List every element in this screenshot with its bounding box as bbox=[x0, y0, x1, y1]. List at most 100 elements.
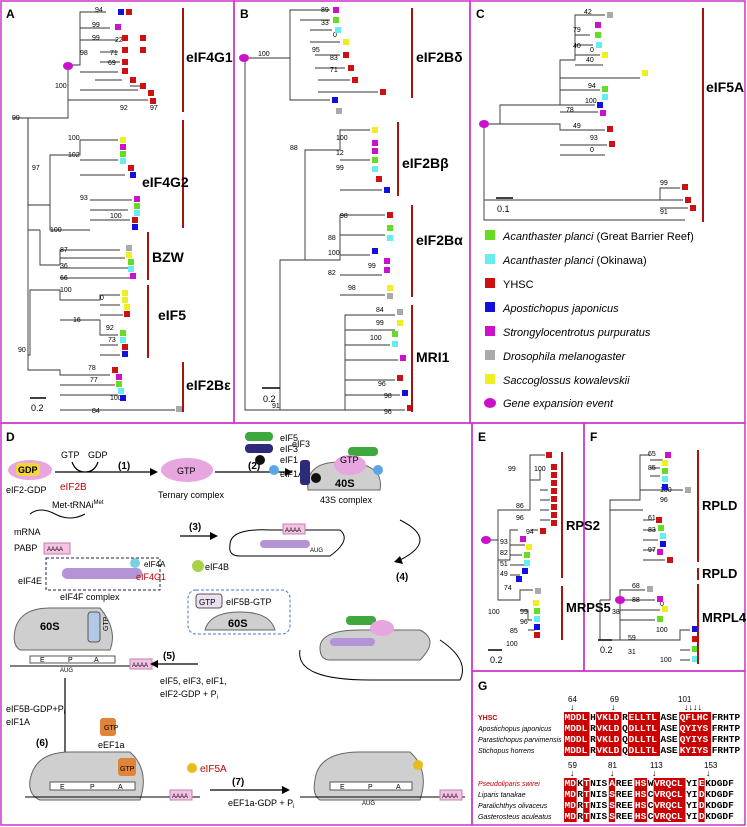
alignment-residues: NIS bbox=[590, 778, 607, 789]
alignment-block bbox=[564, 811, 577, 822]
alignment-block bbox=[704, 811, 737, 822]
legend-swatch bbox=[484, 398, 496, 408]
bootstrap-label: 0 bbox=[100, 295, 104, 302]
alignment-residues: S bbox=[609, 800, 615, 811]
svg-text:↓: ↓ bbox=[570, 768, 575, 778]
alignment-block bbox=[564, 800, 577, 811]
panel-a-bootstraps: 94 99 99 22 71 69 98 100 92 97 100 102 9… bbox=[12, 7, 158, 415]
aaaa-label: AAAA bbox=[172, 794, 188, 800]
bootstrap-label: 85 bbox=[510, 628, 518, 635]
alignment-block bbox=[660, 723, 680, 734]
eif5b-gtp-label: GTP bbox=[199, 598, 215, 607]
bootstrap-label: 100 bbox=[656, 627, 668, 634]
bootstrap-label: 78 bbox=[566, 107, 574, 114]
alignment-residues: KDGDF bbox=[705, 789, 734, 800]
bootstrap-label: 100 bbox=[488, 609, 500, 616]
bootstrap-label: 99 bbox=[92, 35, 100, 42]
alignment-residues: REE bbox=[616, 778, 633, 789]
panel-b-tips bbox=[332, 7, 413, 411]
bootstrap-label: 100 bbox=[585, 98, 597, 105]
panel-a-group-labels: eIF4G1 eIF4G2 BZW eIF5 eIF2Bε bbox=[142, 49, 233, 393]
alignment-residues: MDDL bbox=[565, 723, 588, 734]
alignment-residues: KDGDF bbox=[705, 778, 734, 789]
bootstrap-label: 83 bbox=[330, 55, 338, 62]
bootstrap-label: 69 bbox=[108, 60, 116, 67]
group-label: eIF4G1 bbox=[186, 49, 233, 65]
alignment-residues: VRQCL bbox=[654, 811, 683, 822]
alignment-block bbox=[615, 789, 635, 800]
ternary-complex bbox=[161, 458, 213, 482]
panel-b-bootstraps: 89 33 0 83 71 95 100 100 12 99 88 98 88 … bbox=[258, 7, 392, 416]
panel-b: B 89 33 0 83 71 95 100 100 12 99 88 98 8… bbox=[239, 7, 463, 416]
alignment-block bbox=[711, 734, 744, 745]
legend-swatch bbox=[485, 230, 495, 240]
43s-gtp-label: GTP bbox=[340, 455, 359, 465]
p-site: P bbox=[368, 784, 373, 791]
gene-expansion-marker bbox=[481, 536, 491, 544]
bootstrap-label: 31 bbox=[628, 649, 636, 656]
svg-text:eEF1a-GDP + Pi: eEF1a-GDP + Pi bbox=[228, 798, 294, 810]
bootstrap-label: 96 bbox=[516, 515, 524, 522]
svg-text:↓↓↓↓: ↓↓↓↓ bbox=[684, 702, 702, 712]
alignment-block bbox=[583, 778, 590, 789]
bootstrap-label: 59 bbox=[628, 635, 636, 642]
bootstrap-label: 90 bbox=[18, 347, 26, 354]
alignment-block bbox=[589, 811, 609, 822]
eif2-gdp-label: eIF2-GDP bbox=[6, 485, 47, 495]
alignment-residues: DLLTL bbox=[629, 745, 658, 756]
panel-d: D GDP eIF2-GDP GTP GDP (1) eIF2B Met-tRN… bbox=[6, 430, 465, 810]
species-name: Parastichopus parvimensis bbox=[478, 737, 562, 744]
alignment-residues: T bbox=[584, 789, 590, 800]
alignment-block bbox=[583, 811, 590, 822]
alignment-residues: ASE bbox=[661, 734, 678, 745]
panel-b-tree bbox=[244, 9, 405, 411]
bootstrap-label: 66 bbox=[60, 275, 68, 282]
species-name: Apostichopus japonicus bbox=[477, 726, 552, 733]
panel-e-bootstraps: 99 100 86 96 94 93 82 51 49 74 100 99 96… bbox=[488, 466, 546, 648]
alignment-residues: QYIYS bbox=[680, 723, 709, 734]
alignment-residues: QFLHC bbox=[680, 712, 709, 723]
bootstrap-label: 100 bbox=[328, 250, 340, 257]
panel-e-tree bbox=[486, 454, 550, 631]
bootstrap-label: 84 bbox=[376, 307, 384, 314]
bootstrap-label: 96 bbox=[384, 409, 392, 416]
bootstrap-label: 0 bbox=[660, 601, 664, 608]
alignment-residues: VKLD bbox=[597, 734, 620, 745]
group-label: eIF2Bε bbox=[186, 377, 231, 393]
alignment-block bbox=[589, 778, 609, 789]
gdp-label: GDP bbox=[18, 465, 38, 475]
bootstrap-label: 98 bbox=[384, 393, 392, 400]
alignment-residues: R bbox=[590, 734, 596, 745]
panel-a-letter: A bbox=[6, 7, 15, 21]
alignment-residues: E bbox=[699, 778, 705, 789]
alignment-residues: ASE bbox=[661, 723, 678, 734]
panel-f-tree bbox=[599, 454, 690, 661]
p-site: P bbox=[68, 657, 73, 664]
alignment-residues: Q bbox=[622, 734, 628, 745]
alignment-block bbox=[653, 778, 686, 789]
alignment-block bbox=[576, 789, 584, 800]
legend-species: Saccoglossus kowalevskii bbox=[503, 375, 630, 387]
alignment-residues: HS bbox=[635, 811, 647, 822]
alignment-block bbox=[698, 778, 705, 789]
step3-label: (3) bbox=[189, 522, 201, 533]
alignment-residues: QYIYS bbox=[680, 734, 709, 745]
panel-f-tips bbox=[647, 452, 698, 662]
alignment-block bbox=[679, 712, 712, 723]
scale-label: 0.2 bbox=[263, 394, 276, 404]
alignment-residues: NIS bbox=[590, 811, 607, 822]
alignment-block bbox=[660, 745, 680, 756]
alignment-block bbox=[589, 734, 596, 745]
bootstrap-label: 100 bbox=[110, 213, 122, 220]
panel-f-bootstraps: 65 85 100 96 61 83 97 68 88 0 100 59 31 … bbox=[612, 451, 672, 664]
scale-label: 0.2 bbox=[490, 655, 503, 665]
legend-item: Acanthaster planci (Okinawa) bbox=[485, 254, 647, 267]
alignment-residues: VRQCL bbox=[654, 789, 683, 800]
alignment-residues: YI bbox=[686, 800, 697, 811]
bootstrap-label: 100 bbox=[258, 51, 270, 58]
step1-arrow bbox=[55, 461, 150, 473]
bootstrap-label: 94 bbox=[95, 7, 103, 14]
eif5b-gdp-label: eIF5B-GDP+P bbox=[6, 704, 64, 714]
alignment-residues: FRHTP bbox=[712, 734, 741, 745]
panel-f-letter: F bbox=[590, 430, 597, 444]
